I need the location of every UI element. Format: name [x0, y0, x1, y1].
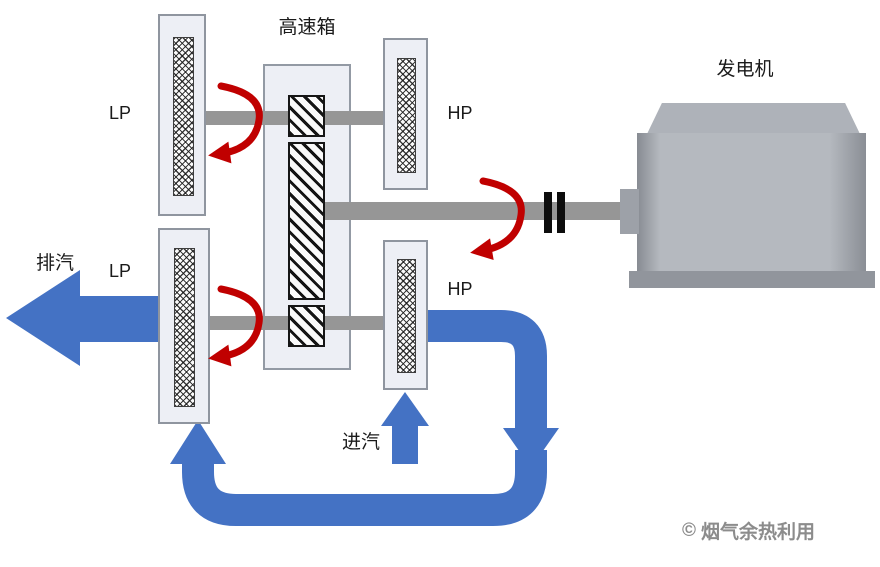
lp-turbine-bottom: [158, 228, 210, 424]
crossover-pipe-loop: [182, 450, 547, 526]
rotation-arrow-bottom: [208, 285, 263, 367]
lp-turbine-top-rotor: [173, 37, 194, 196]
gearbox-label: 高速箱: [278, 17, 336, 38]
hp-turbine-top: [383, 38, 428, 190]
inlet-arrowhead: [381, 392, 429, 426]
hp-top-label: HP: [447, 103, 473, 123]
generator-bearing: [620, 189, 639, 234]
watermark: © 烟气余热利用: [682, 517, 815, 544]
hp-turbine-bottom: [383, 240, 428, 390]
watermark-icon: ©: [682, 519, 696, 541]
lp-top-label: LP: [108, 103, 132, 123]
hp-bottom-label: HP: [447, 279, 473, 299]
exhaust-arrow: [6, 270, 160, 366]
pipe-up-arrowhead: [170, 420, 226, 464]
hp-turbine-top-rotor: [397, 58, 416, 173]
coupling-disc-left: [544, 192, 552, 233]
pinion-gear-bottom: [288, 305, 325, 347]
lp-turbine-top: [158, 14, 206, 216]
rotation-arrow-main-shaft: [470, 177, 525, 261]
hp-turbine-bottom-rotor: [397, 259, 416, 373]
lp-turbine-bottom-rotor: [174, 248, 195, 407]
inlet-label: 进汽: [341, 432, 380, 453]
lp-bottom-label: LP: [108, 261, 132, 281]
exhaust-label: 排汽: [35, 253, 74, 274]
pinion-gear-top: [288, 95, 325, 137]
main-gear-wheel: [288, 142, 325, 300]
rotation-arrow-top: [208, 82, 263, 164]
hp-outlet-pipe: [428, 310, 547, 430]
generator-label: 发电机: [716, 59, 774, 80]
pipe-down-arrowhead: [503, 428, 559, 468]
coupling-disc-right: [557, 192, 565, 233]
generator-base: [629, 271, 875, 288]
generator-body: [637, 133, 866, 272]
generator-top-cap: [647, 103, 860, 134]
watermark-text: 烟气余热利用: [701, 522, 816, 543]
